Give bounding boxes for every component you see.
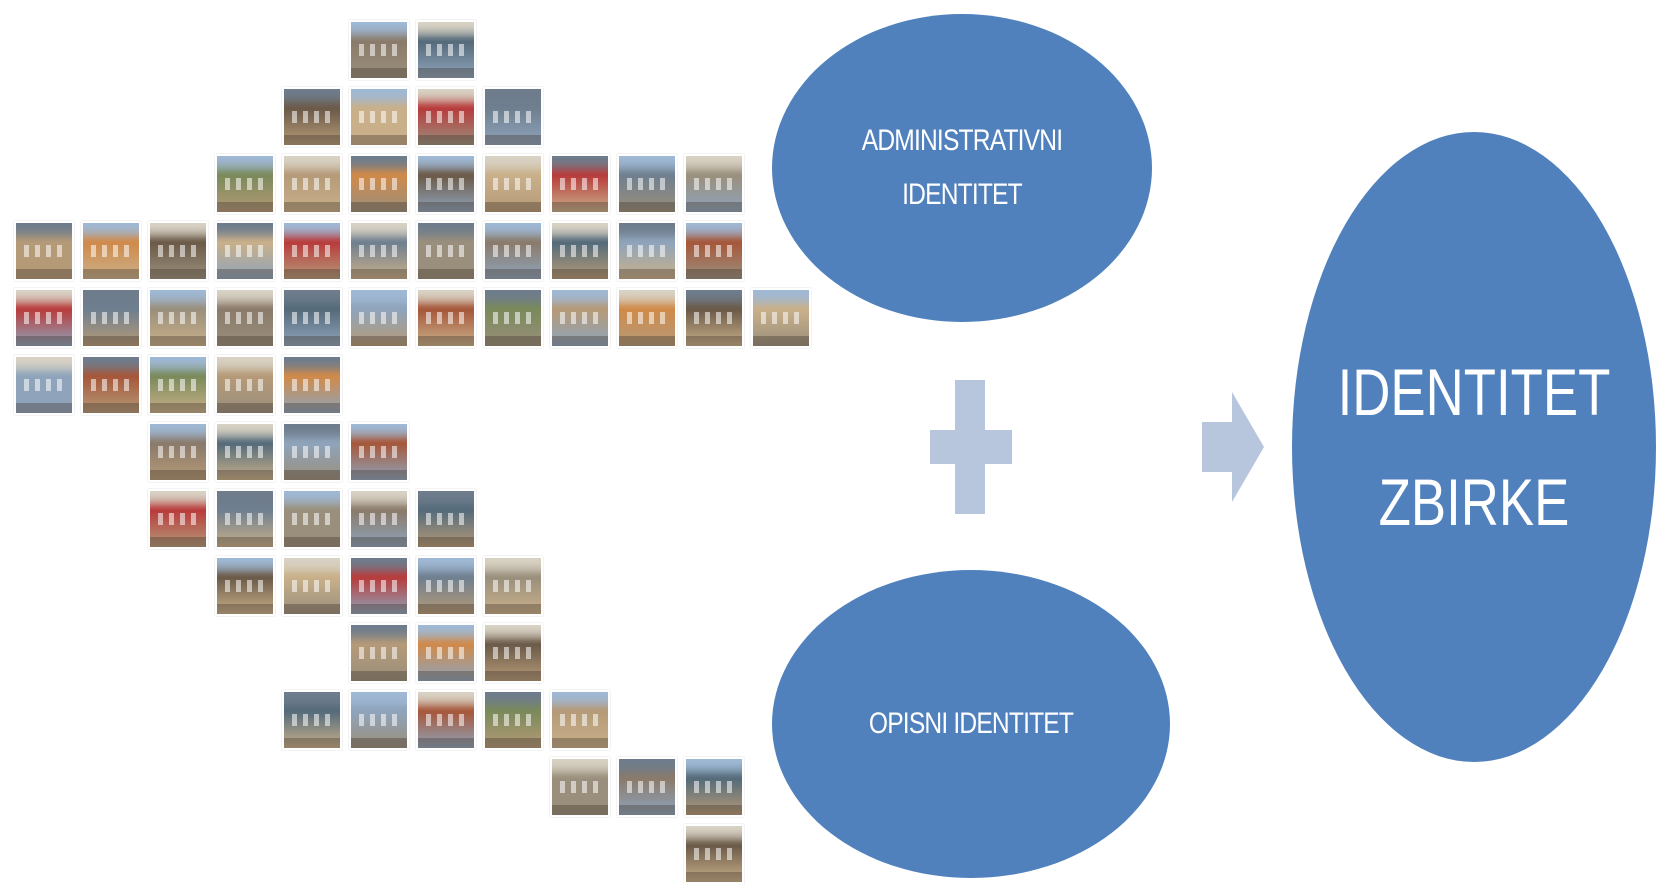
photo-tile — [550, 154, 610, 214]
photo-tile — [349, 556, 409, 616]
photo-tile — [282, 87, 342, 147]
photo-tile — [483, 288, 543, 348]
photo-tile — [148, 489, 208, 549]
photo-tile — [483, 221, 543, 281]
photo-tile — [81, 355, 141, 415]
collection-identity-line1: IDENTITET — [1337, 355, 1611, 429]
photo-tile — [416, 288, 476, 348]
photo-tile — [349, 623, 409, 683]
right-arrow-icon — [1202, 392, 1264, 502]
photo-tile — [282, 556, 342, 616]
photo-tile — [684, 154, 744, 214]
photo-tile — [349, 288, 409, 348]
photo-tile — [148, 288, 208, 348]
photo-tile — [282, 422, 342, 482]
photo-tile — [684, 757, 744, 817]
photo-tile — [148, 221, 208, 281]
administrative-identity-bubble: ADMINISTRATIVNI IDENTITET — [772, 14, 1152, 322]
photo-tile — [550, 757, 610, 817]
photo-tile — [349, 422, 409, 482]
administrative-identity-line1: ADMINISTRATIVNI — [861, 124, 1063, 157]
photo-tile — [215, 556, 275, 616]
photo-tile — [14, 355, 74, 415]
photo-tile — [215, 355, 275, 415]
photo-tile — [483, 623, 543, 683]
administrative-identity-label: ADMINISTRATIVNI IDENTITET — [839, 114, 1085, 222]
photo-tile — [282, 489, 342, 549]
photo-collage-mosaic — [14, 20, 811, 884]
photo-tile — [617, 221, 677, 281]
photo-tile — [349, 221, 409, 281]
photo-tile — [416, 221, 476, 281]
photo-tile — [282, 355, 342, 415]
photo-tile — [349, 690, 409, 750]
photo-tile — [416, 489, 476, 549]
photo-tile — [416, 690, 476, 750]
photo-tile — [349, 489, 409, 549]
descriptive-identity-label: OPISNI IDENTITET — [868, 707, 1074, 740]
photo-tile — [148, 355, 208, 415]
photo-tile — [148, 422, 208, 482]
photo-tile — [215, 221, 275, 281]
photo-tile — [416, 154, 476, 214]
photo-tile — [81, 288, 141, 348]
photo-tile — [483, 87, 543, 147]
photo-tile — [416, 87, 476, 147]
photo-tile — [14, 221, 74, 281]
collection-identity-bubble: IDENTITET ZBIRKE — [1292, 132, 1656, 762]
photo-tile — [81, 221, 141, 281]
photo-tile — [684, 824, 744, 884]
collection-identity-label: IDENTITET ZBIRKE — [1330, 337, 1618, 557]
photo-tile — [349, 87, 409, 147]
photo-tile — [550, 288, 610, 348]
photo-tile — [751, 288, 811, 348]
administrative-identity-line2: IDENTITET — [902, 178, 1023, 211]
photo-tile — [684, 221, 744, 281]
photo-tile — [282, 154, 342, 214]
photo-tile — [282, 288, 342, 348]
photo-tile — [215, 154, 275, 214]
photo-tile — [617, 154, 677, 214]
photo-tile — [483, 556, 543, 616]
photo-tile — [215, 489, 275, 549]
photo-tile — [617, 757, 677, 817]
collection-identity-line2: ZBIRKE — [1378, 465, 1570, 539]
photo-tile — [550, 221, 610, 281]
photo-tile — [215, 288, 275, 348]
photo-tile — [550, 690, 610, 750]
photo-tile — [483, 690, 543, 750]
photo-tile — [684, 288, 744, 348]
photo-tile — [483, 154, 543, 214]
plus-icon — [930, 380, 1012, 514]
photo-tile — [282, 221, 342, 281]
photo-tile — [416, 623, 476, 683]
photo-tile — [416, 20, 476, 80]
photo-tile — [282, 690, 342, 750]
photo-tile — [416, 556, 476, 616]
photo-tile — [617, 288, 677, 348]
photo-tile — [349, 154, 409, 214]
photo-tile — [215, 422, 275, 482]
photo-tile — [349, 20, 409, 80]
photo-tile — [14, 288, 74, 348]
descriptive-identity-bubble: OPISNI IDENTITET — [772, 570, 1170, 878]
